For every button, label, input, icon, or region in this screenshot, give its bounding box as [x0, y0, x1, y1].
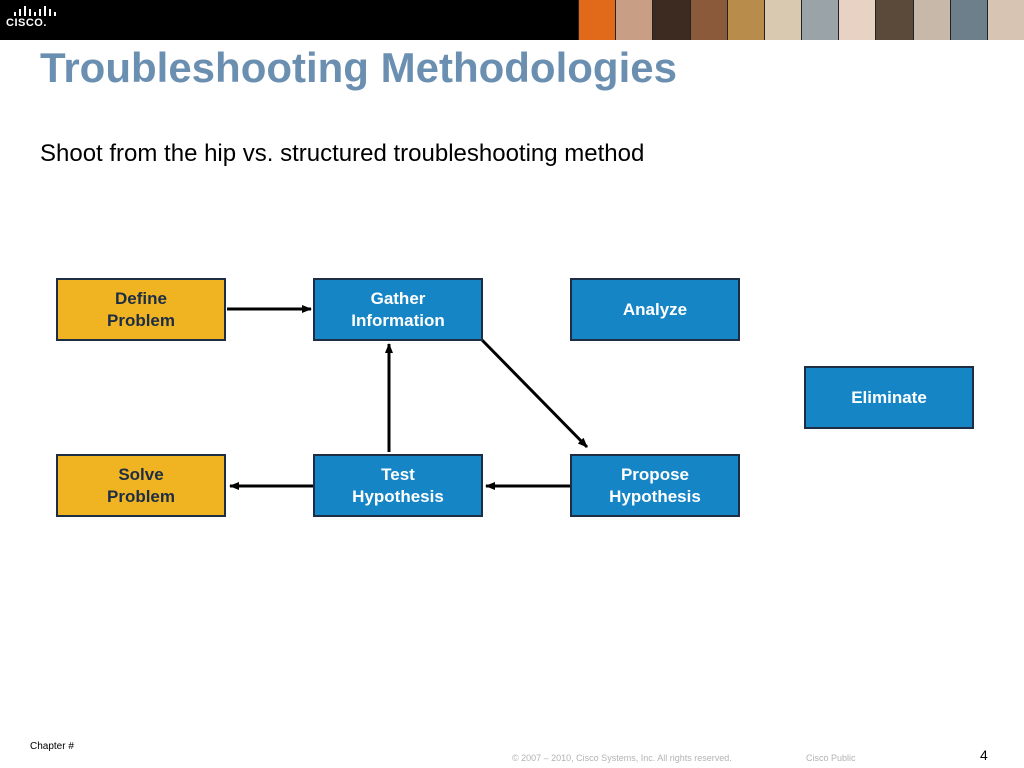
subtitle: Shoot from the hip vs. structured troubl… — [40, 140, 645, 167]
photo-tile — [652, 0, 690, 40]
test-hypothesis-box: Test Hypothesis — [313, 454, 483, 517]
arrow-gather-to-propose — [480, 338, 589, 449]
cisco-logo-icon — [14, 6, 56, 16]
photo-tile — [689, 0, 727, 40]
photo-tile — [912, 0, 950, 40]
page-title: Troubleshooting Methodologies — [40, 44, 677, 91]
analyze-box: Analyze — [570, 278, 740, 341]
propose-hypothesis-box: Propose Hypothesis — [570, 454, 740, 517]
photo-tile — [986, 0, 1024, 40]
photo-tile — [763, 0, 802, 40]
photo-tile — [726, 0, 764, 40]
photo-tile — [838, 0, 876, 40]
photo-tile — [875, 0, 913, 40]
photo-tile — [949, 0, 987, 40]
eliminate-box: Eliminate — [804, 366, 974, 429]
gather-information-box: Gather Information — [313, 278, 483, 341]
photo-tile — [801, 0, 839, 40]
photo-tile — [578, 0, 616, 40]
copyright-notice: © 2007 – 2010, Cisco Systems, Inc. All r… — [512, 753, 732, 763]
chapter-label: Chapter # — [30, 741, 74, 752]
page-number: 4 — [980, 747, 988, 763]
classification-label: Cisco Public — [806, 753, 856, 763]
solve-problem-box: Solve Problem — [56, 454, 226, 517]
define-problem-box: Define Problem — [56, 278, 226, 341]
photo-tile — [615, 0, 653, 40]
photo-strip — [578, 0, 1024, 40]
header-bar: CISCO. — [0, 0, 1024, 40]
logo-wordmark: CISCO. — [6, 17, 47, 29]
